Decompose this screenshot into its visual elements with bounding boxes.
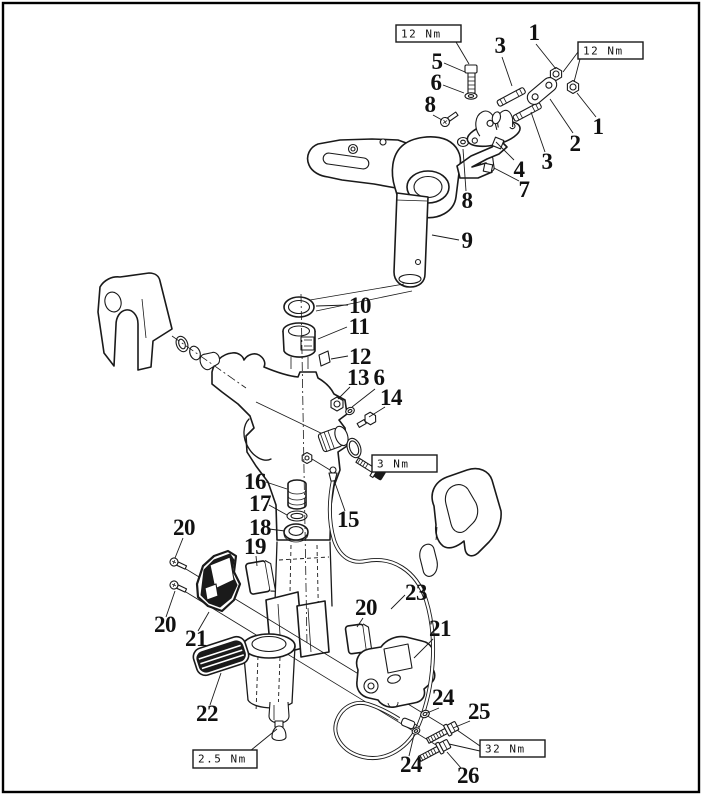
callout-part-7: 7 — [519, 177, 530, 202]
torque-32nm: 32 Nm — [479, 739, 546, 758]
right-clamp-bracket-art — [419, 467, 502, 577]
callout-part-10: 10 — [349, 293, 371, 318]
torque-12nm-left-box — [395, 24, 462, 43]
spring-art — [287, 479, 307, 510]
callout-part-20: 20 — [173, 515, 195, 540]
torque-3nm: 3 Nm — [371, 454, 438, 473]
callout-part-20: 20 — [154, 612, 176, 637]
torque-32nm-text: 32 Nm — [485, 743, 526, 756]
callout-part-16: 16 — [244, 469, 266, 494]
torque-3nm-box — [371, 454, 438, 473]
torque-3nm-text: 3 Nm — [377, 458, 410, 471]
callout-part-21: 21 — [429, 616, 451, 641]
callout-part-5: 5 — [432, 49, 443, 74]
callout-part-22: 22 — [196, 701, 218, 726]
callout-part-8: 8 — [425, 92, 436, 117]
cable-and-fittings-art — [327, 457, 436, 760]
torque-12nm-right: 12 Nm — [577, 41, 644, 60]
callout-part-6: 6 — [431, 70, 442, 95]
swivel-bracket-casting-art — [211, 293, 377, 658]
callout-part-6: 6 — [374, 365, 385, 390]
torque-12nm-right-text: 12 Nm — [583, 45, 624, 58]
callout-part-18: 18 — [249, 515, 271, 540]
callout-part-24: 24 — [400, 752, 423, 777]
callout-part-8: 8 — [462, 188, 473, 213]
callout-part-21: 21 — [185, 626, 207, 651]
torque-12nm-left: 12 Nm — [395, 24, 462, 43]
callout-part-3: 3 — [542, 149, 553, 174]
torque-2-5nm-text: 2.5 Nm — [198, 753, 247, 766]
torque-32nm-box — [479, 739, 546, 758]
callout-part-15: 15 — [337, 507, 359, 532]
callout-part-23: 23 — [405, 580, 427, 605]
callout-part-17: 17 — [249, 491, 271, 516]
callout-part-19: 19 — [244, 534, 266, 559]
callout-part-2: 2 — [570, 131, 581, 156]
steering-arm-and-tube-art — [306, 136, 508, 312]
callout-part-1: 1 — [593, 114, 604, 139]
leader-lines — [165, 41, 597, 769]
callout-part-26: 26 — [457, 763, 479, 788]
callout-part-9: 9 — [462, 228, 473, 253]
lower-mounts-art — [169, 549, 450, 749]
torque-labels-layer: 12 Nm 12 Nm 3 Nm 2.5 Nm 32 Nm — [192, 24, 644, 769]
swivel-bushings-art — [282, 296, 331, 369]
callout-part-4: 4 — [514, 157, 526, 182]
callout-part-25: 25 — [468, 699, 490, 724]
left-clamp-bracket-art — [97, 272, 247, 389]
callout-part-12: 12 — [349, 344, 371, 369]
callout-part-3: 3 — [495, 33, 506, 58]
callout-part-24: 24 — [432, 685, 455, 710]
torque-12nm-left-text: 12 Nm — [401, 28, 442, 41]
torque-2-5nm: 2.5 Nm — [192, 749, 258, 769]
callout-part-1: 1 — [529, 20, 540, 45]
callout-part-13: 13 — [347, 365, 369, 390]
callout-part-20: 20 — [355, 595, 377, 620]
callout-part-11: 11 — [349, 314, 370, 339]
callout-part-14: 14 — [380, 385, 403, 410]
torque-2-5nm-box — [192, 749, 258, 769]
torque-12nm-right-box — [577, 41, 644, 60]
